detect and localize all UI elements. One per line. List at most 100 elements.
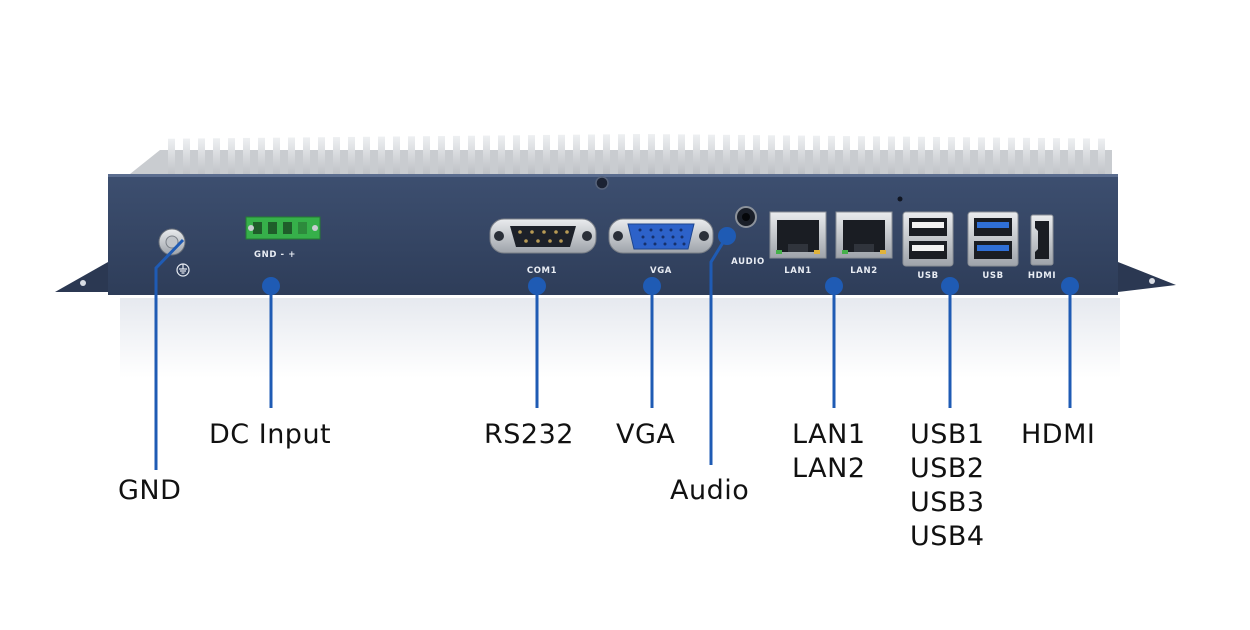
callout-dot-vga (643, 277, 661, 295)
callout-label-audio: Audio (670, 475, 750, 506)
usb-port-icon (967, 211, 1019, 267)
hdmi-port-icon (1030, 214, 1054, 266)
callout-label-rs232: RS232 (484, 419, 574, 450)
heatsink-fin (558, 134, 565, 177)
heatsink-fin (843, 136, 850, 179)
screw-icon (595, 176, 609, 190)
heatsink-fin (198, 138, 205, 181)
heatsink-fin (663, 134, 670, 177)
floor-reflection (120, 298, 1120, 378)
heatsink-fin (498, 135, 505, 178)
mounting-flange-right (1118, 262, 1176, 292)
heatsink-fin (168, 138, 175, 181)
heatsink-fin (633, 134, 640, 177)
heatsink-fin (333, 137, 340, 180)
heatsink-fin (1038, 137, 1045, 180)
heatsink-fin (303, 137, 310, 180)
callout-dot-hdmi (1061, 277, 1079, 295)
ground-stud (158, 228, 190, 277)
callout-dot-dc-input (262, 277, 280, 295)
rj45-port-icon (769, 211, 827, 259)
heatsink-fin (348, 136, 355, 179)
db9-port-icon (489, 218, 597, 254)
heatsink-fin (828, 135, 835, 178)
heatsink-fin (978, 137, 985, 180)
callout-label-gnd: GND (118, 475, 182, 506)
heatsink-fin (483, 135, 490, 178)
heatsink-fin (888, 136, 895, 179)
heatsink-fin (273, 137, 280, 180)
heatsink-fin (243, 137, 250, 180)
usb-port-icon (902, 211, 954, 267)
indicator-led-icon (897, 196, 903, 202)
heatsink-fin (528, 135, 535, 178)
callout-label-vga: VGA (616, 419, 676, 450)
callout-line-audio (709, 235, 729, 465)
heatsink-fin (228, 138, 235, 181)
heatsink (125, 134, 1112, 181)
heatsink-fin (183, 138, 190, 181)
heatsink-fin (768, 135, 775, 178)
silk-label-dc-input: GND - + (254, 250, 296, 260)
silk-label-usb: USB (917, 271, 939, 281)
heatsink-fin (213, 138, 220, 181)
heatsink-fin (603, 134, 610, 177)
flange-hole-icon (1149, 278, 1155, 284)
heatsink-fin (753, 135, 760, 178)
heatsink-fin (288, 137, 295, 180)
heatsink-fin (723, 134, 730, 177)
rj45-port-icon (835, 211, 893, 259)
mounting-flange-left (55, 262, 108, 292)
heatsink-fin (423, 136, 430, 179)
heatsink-fin (963, 137, 970, 180)
heatsink-fin (258, 137, 265, 180)
heatsink-fin (933, 136, 940, 179)
silk-label-lan1: LAN1 (784, 266, 812, 276)
ground-icon (176, 263, 190, 277)
heatsink-fin (858, 136, 865, 179)
heatsink-fin (1098, 138, 1105, 181)
heatsink-fin (708, 134, 715, 177)
silk-label-hdmi: HDMI (1027, 271, 1057, 281)
silk-label-usb: USB (982, 271, 1004, 281)
heatsink-fin (993, 137, 1000, 180)
silk-label-vga: VGA (650, 266, 672, 276)
heatsink-fin (1083, 138, 1090, 181)
heatsink-fin (588, 134, 595, 177)
callout-dot-rs232 (528, 277, 546, 295)
vga-port-icon (608, 218, 714, 254)
callout-dot-audio (718, 227, 736, 245)
heatsink-fin (453, 135, 460, 178)
heatsink-fin (393, 136, 400, 179)
heatsink-fin (408, 136, 415, 179)
heatsink-fin (513, 135, 520, 178)
callout-dot-lan (825, 277, 843, 295)
heatsink-fin (1068, 138, 1075, 181)
callout-label-hdmi: HDMI (1021, 419, 1096, 450)
heatsink-fin (363, 136, 370, 179)
heatsink-fin (948, 137, 955, 180)
heatsink-fin (318, 137, 325, 180)
callout-label-dc-input: DC Input (209, 419, 332, 450)
heatsink-fin (468, 135, 475, 178)
audio-jack-icon (735, 206, 757, 228)
silk-label-audio: AUDIO (731, 257, 765, 267)
heatsink-fin (903, 136, 910, 179)
callout-line-gnd (154, 238, 185, 470)
heatsink-fin (378, 136, 385, 179)
heatsink-fin (438, 136, 445, 179)
heatsink-fin (1008, 137, 1015, 180)
heatsink-fin (543, 134, 550, 177)
heatsink-fin (813, 135, 820, 178)
heatsink-fin (918, 136, 925, 179)
heatsink-fin (1023, 137, 1030, 180)
heatsink-fin (1053, 138, 1060, 181)
flange-hole-icon (80, 280, 86, 286)
callout-dot-usb (941, 277, 959, 295)
terminal-block-icon (245, 216, 321, 240)
heatsink-fin (873, 136, 880, 179)
heatsink-fin (738, 134, 745, 177)
